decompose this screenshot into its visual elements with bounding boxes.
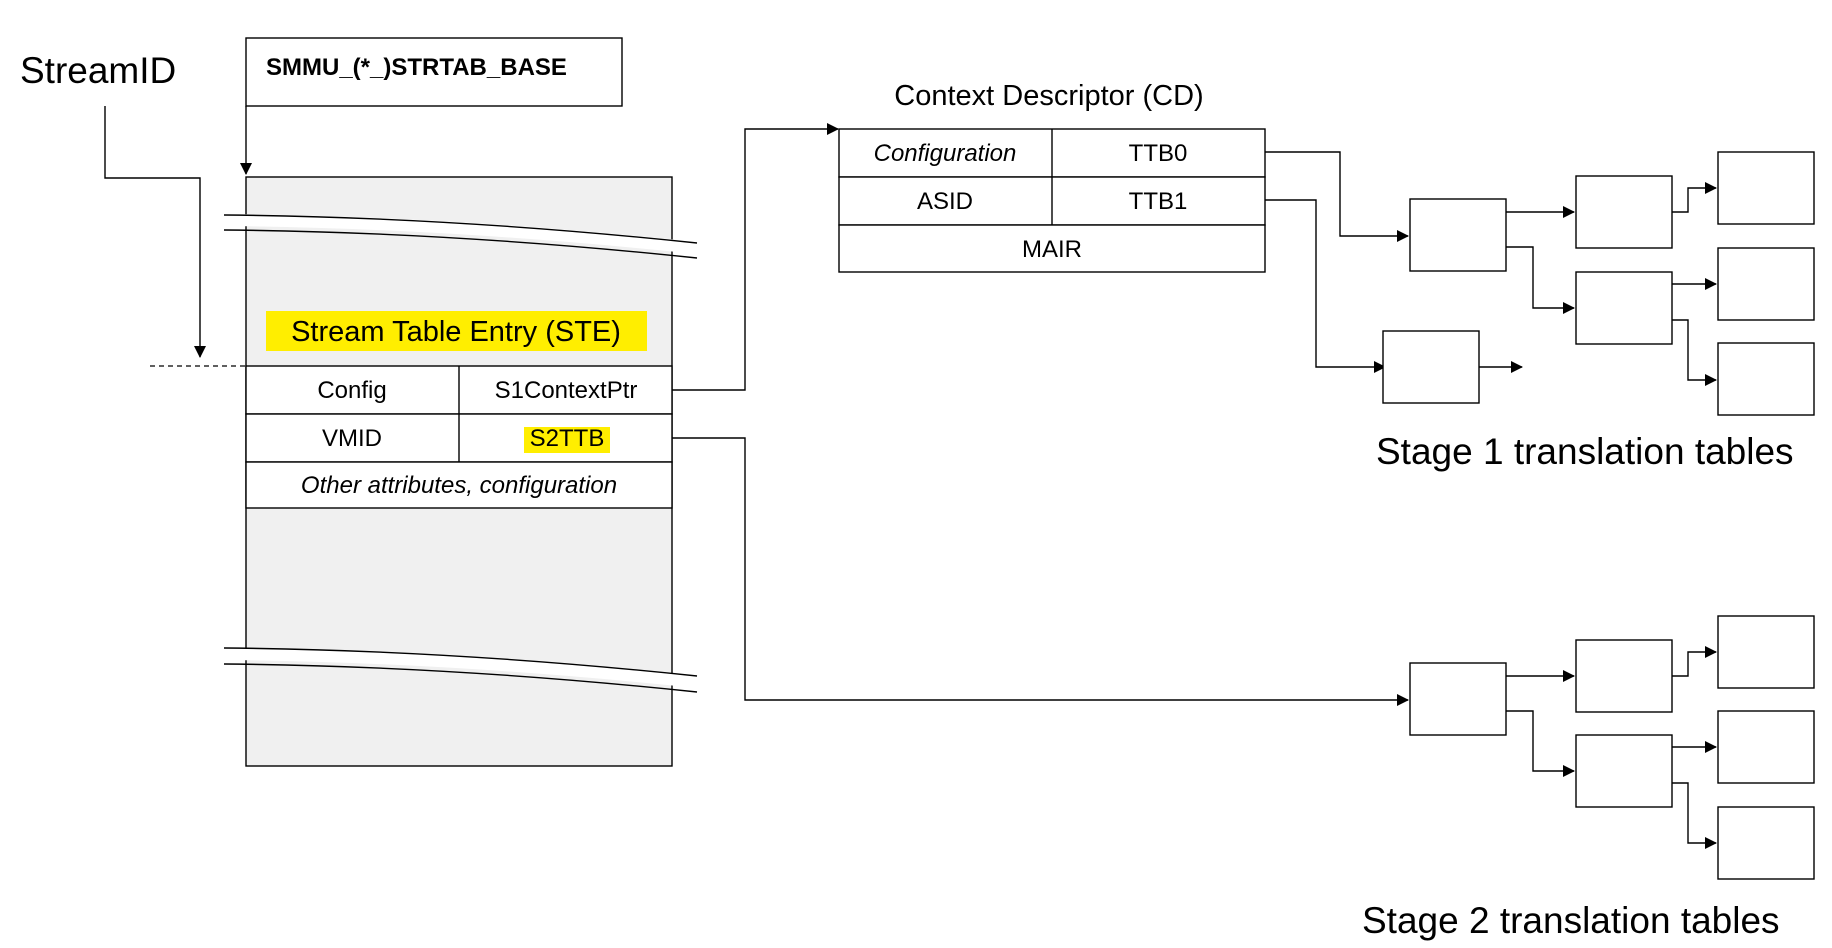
- streamid-index-arrow: [104, 106, 206, 358]
- ste-s1contextptr-cell: S1ContextPtr: [495, 377, 638, 404]
- stage2-level2-table-b: [1717, 710, 1815, 784]
- cd-mair-cell: MAIR: [1022, 236, 1082, 263]
- ttb1-arrow: [1265, 199, 1386, 373]
- strtab-base-register: SMMU_(*_)STRTAB_BASE: [245, 37, 623, 107]
- stage1-level1-table-b: [1575, 271, 1673, 345]
- table-break-gap-top: [223, 214, 698, 254]
- ttb0-arrow: [1265, 151, 1409, 242]
- stage1-level2-table-c: [1717, 342, 1815, 416]
- context-descriptor: Configuration TTB0 ASID TTB1 MAIR: [838, 128, 1266, 273]
- stage1-level1-table-a: [1575, 175, 1673, 249]
- cd-configuration-cell: Configuration: [874, 140, 1017, 167]
- stage2-level1-table-a: [1575, 639, 1673, 713]
- stream-table: Stream Table Entry (STE) Config S1Contex…: [223, 176, 698, 767]
- stage1-tables: [1382, 151, 1815, 416]
- ste-other-attributes-cell: Other attributes, configuration: [301, 472, 617, 499]
- stage2-tables: [1409, 615, 1815, 880]
- table-break-gap-bottom: [223, 648, 698, 688]
- table-break-line-bottom-b: [223, 663, 698, 693]
- stage1-level2-table-a: [1717, 151, 1815, 225]
- cd-ttb0-cell: TTB0: [1129, 140, 1188, 167]
- ste-title: Stream Table Entry (STE): [291, 316, 621, 348]
- ste-s2ttb-cell: S2TTB: [530, 425, 605, 452]
- stage2-label: Stage 2 translation tables: [1362, 900, 1780, 941]
- s2ttb-highlight: [524, 427, 610, 453]
- stage1-ttb1-table: [1382, 330, 1480, 404]
- cd-asid-cell: ASID: [917, 188, 973, 215]
- stage1-level0-table: [1409, 198, 1507, 272]
- stage1-level2-table-b: [1717, 247, 1815, 321]
- ste-config-cell: Config: [317, 377, 386, 404]
- ste-vmid-cell: VMID: [322, 425, 382, 452]
- table-break-line-top-b: [223, 229, 698, 259]
- cd-title: Context Descriptor (CD): [894, 80, 1203, 112]
- stage1-label: Stage 1 translation tables: [1376, 431, 1794, 472]
- cd-ttb1-cell: TTB1: [1129, 188, 1188, 215]
- s2ttb-arrow: [672, 437, 1409, 706]
- ste-title-highlight: [266, 311, 647, 351]
- stage2-level2-table-a: [1717, 615, 1815, 689]
- table-break-line-top-a: [223, 214, 698, 244]
- strtab-base-label: SMMU_(*_)STRTAB_BASE: [266, 54, 567, 81]
- stage2-level1-table-b: [1575, 734, 1673, 808]
- s1contextptr-arrow: [672, 123, 839, 391]
- table-break-line-bottom-a: [223, 647, 698, 677]
- stage2-level2-table-c: [1717, 806, 1815, 880]
- stage2-level0-table: [1409, 662, 1507, 736]
- streamid-label: StreamID: [20, 50, 176, 91]
